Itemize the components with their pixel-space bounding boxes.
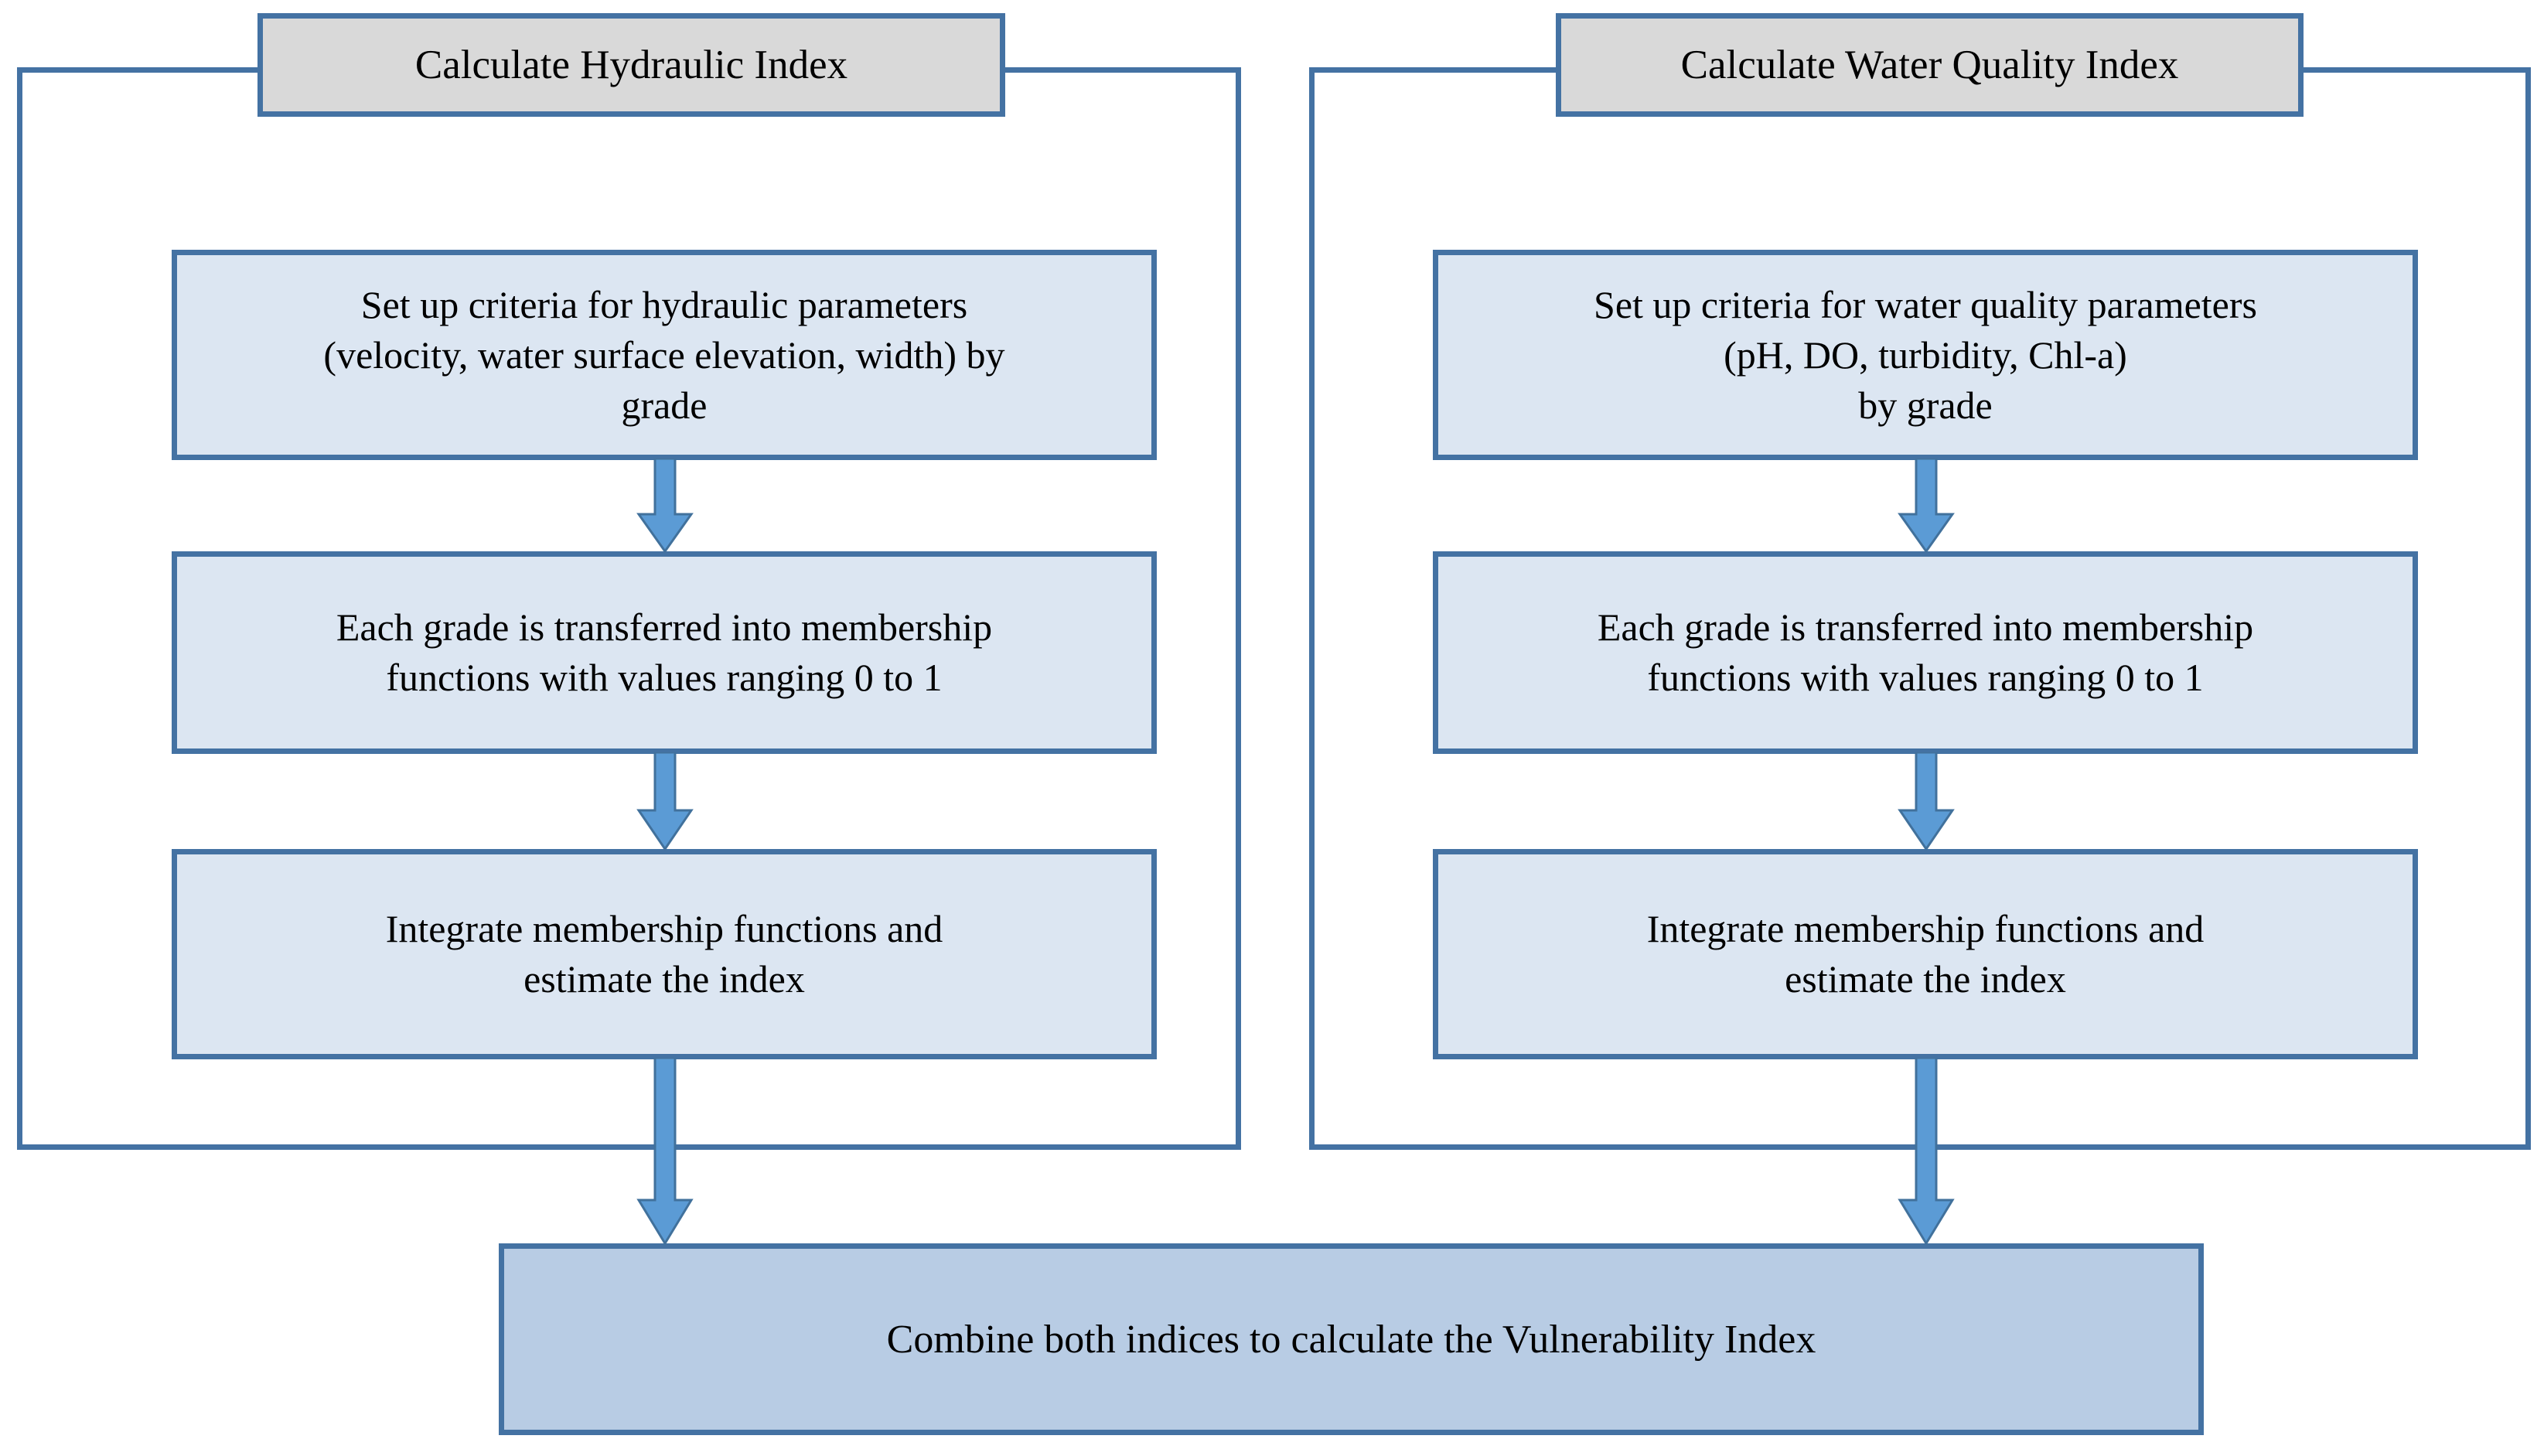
process-box-hydraulic-criteria-label: Set up criteria for hydraulic parameters… [323, 282, 1005, 427]
down-arrow-icon [1895, 1058, 1957, 1245]
process-box-hydraulic-membership[interactable]: Each grade is transferred into membershi… [172, 551, 1157, 754]
group-header-quality-label: Calculate Water Quality Index [1680, 42, 2179, 87]
down-arrow-icon [634, 459, 696, 553]
process-box-combine-indices[interactable]: Combine both indices to calculate the Vu… [499, 1243, 2204, 1435]
group-header-hydraulic-label: Calculate Hydraulic Index [414, 42, 848, 87]
process-box-hydraulic-integrate[interactable]: Integrate membership functions and estim… [172, 849, 1157, 1059]
group-header-hydraulic[interactable]: Calculate Hydraulic Index [257, 13, 1005, 117]
process-box-hydraulic-membership-label: Each grade is transferred into membershi… [336, 605, 993, 699]
down-arrow-icon [634, 1058, 696, 1245]
process-box-hydraulic-integrate-label: Integrate membership functions and estim… [385, 907, 943, 1001]
process-box-quality-membership-label: Each grade is transferred into membershi… [1597, 605, 2254, 699]
process-box-quality-membership[interactable]: Each grade is transferred into membershi… [1433, 551, 2418, 754]
process-box-quality-criteria-label: Set up criteria for water quality parame… [1594, 282, 2257, 427]
process-box-combine-indices-label: Combine both indices to calculate the Vu… [886, 1317, 1816, 1362]
process-box-quality-criteria[interactable]: Set up criteria for water quality parame… [1433, 250, 2418, 460]
down-arrow-icon [1895, 752, 1957, 851]
process-box-quality-integrate-label: Integrate membership functions and estim… [1646, 907, 2205, 1001]
down-arrow-icon [1895, 459, 1957, 553]
process-box-quality-integrate[interactable]: Integrate membership functions and estim… [1433, 849, 2418, 1059]
group-header-quality[interactable]: Calculate Water Quality Index [1556, 13, 2304, 117]
process-box-hydraulic-criteria[interactable]: Set up criteria for hydraulic parameters… [172, 250, 1157, 460]
down-arrow-icon [634, 752, 696, 851]
